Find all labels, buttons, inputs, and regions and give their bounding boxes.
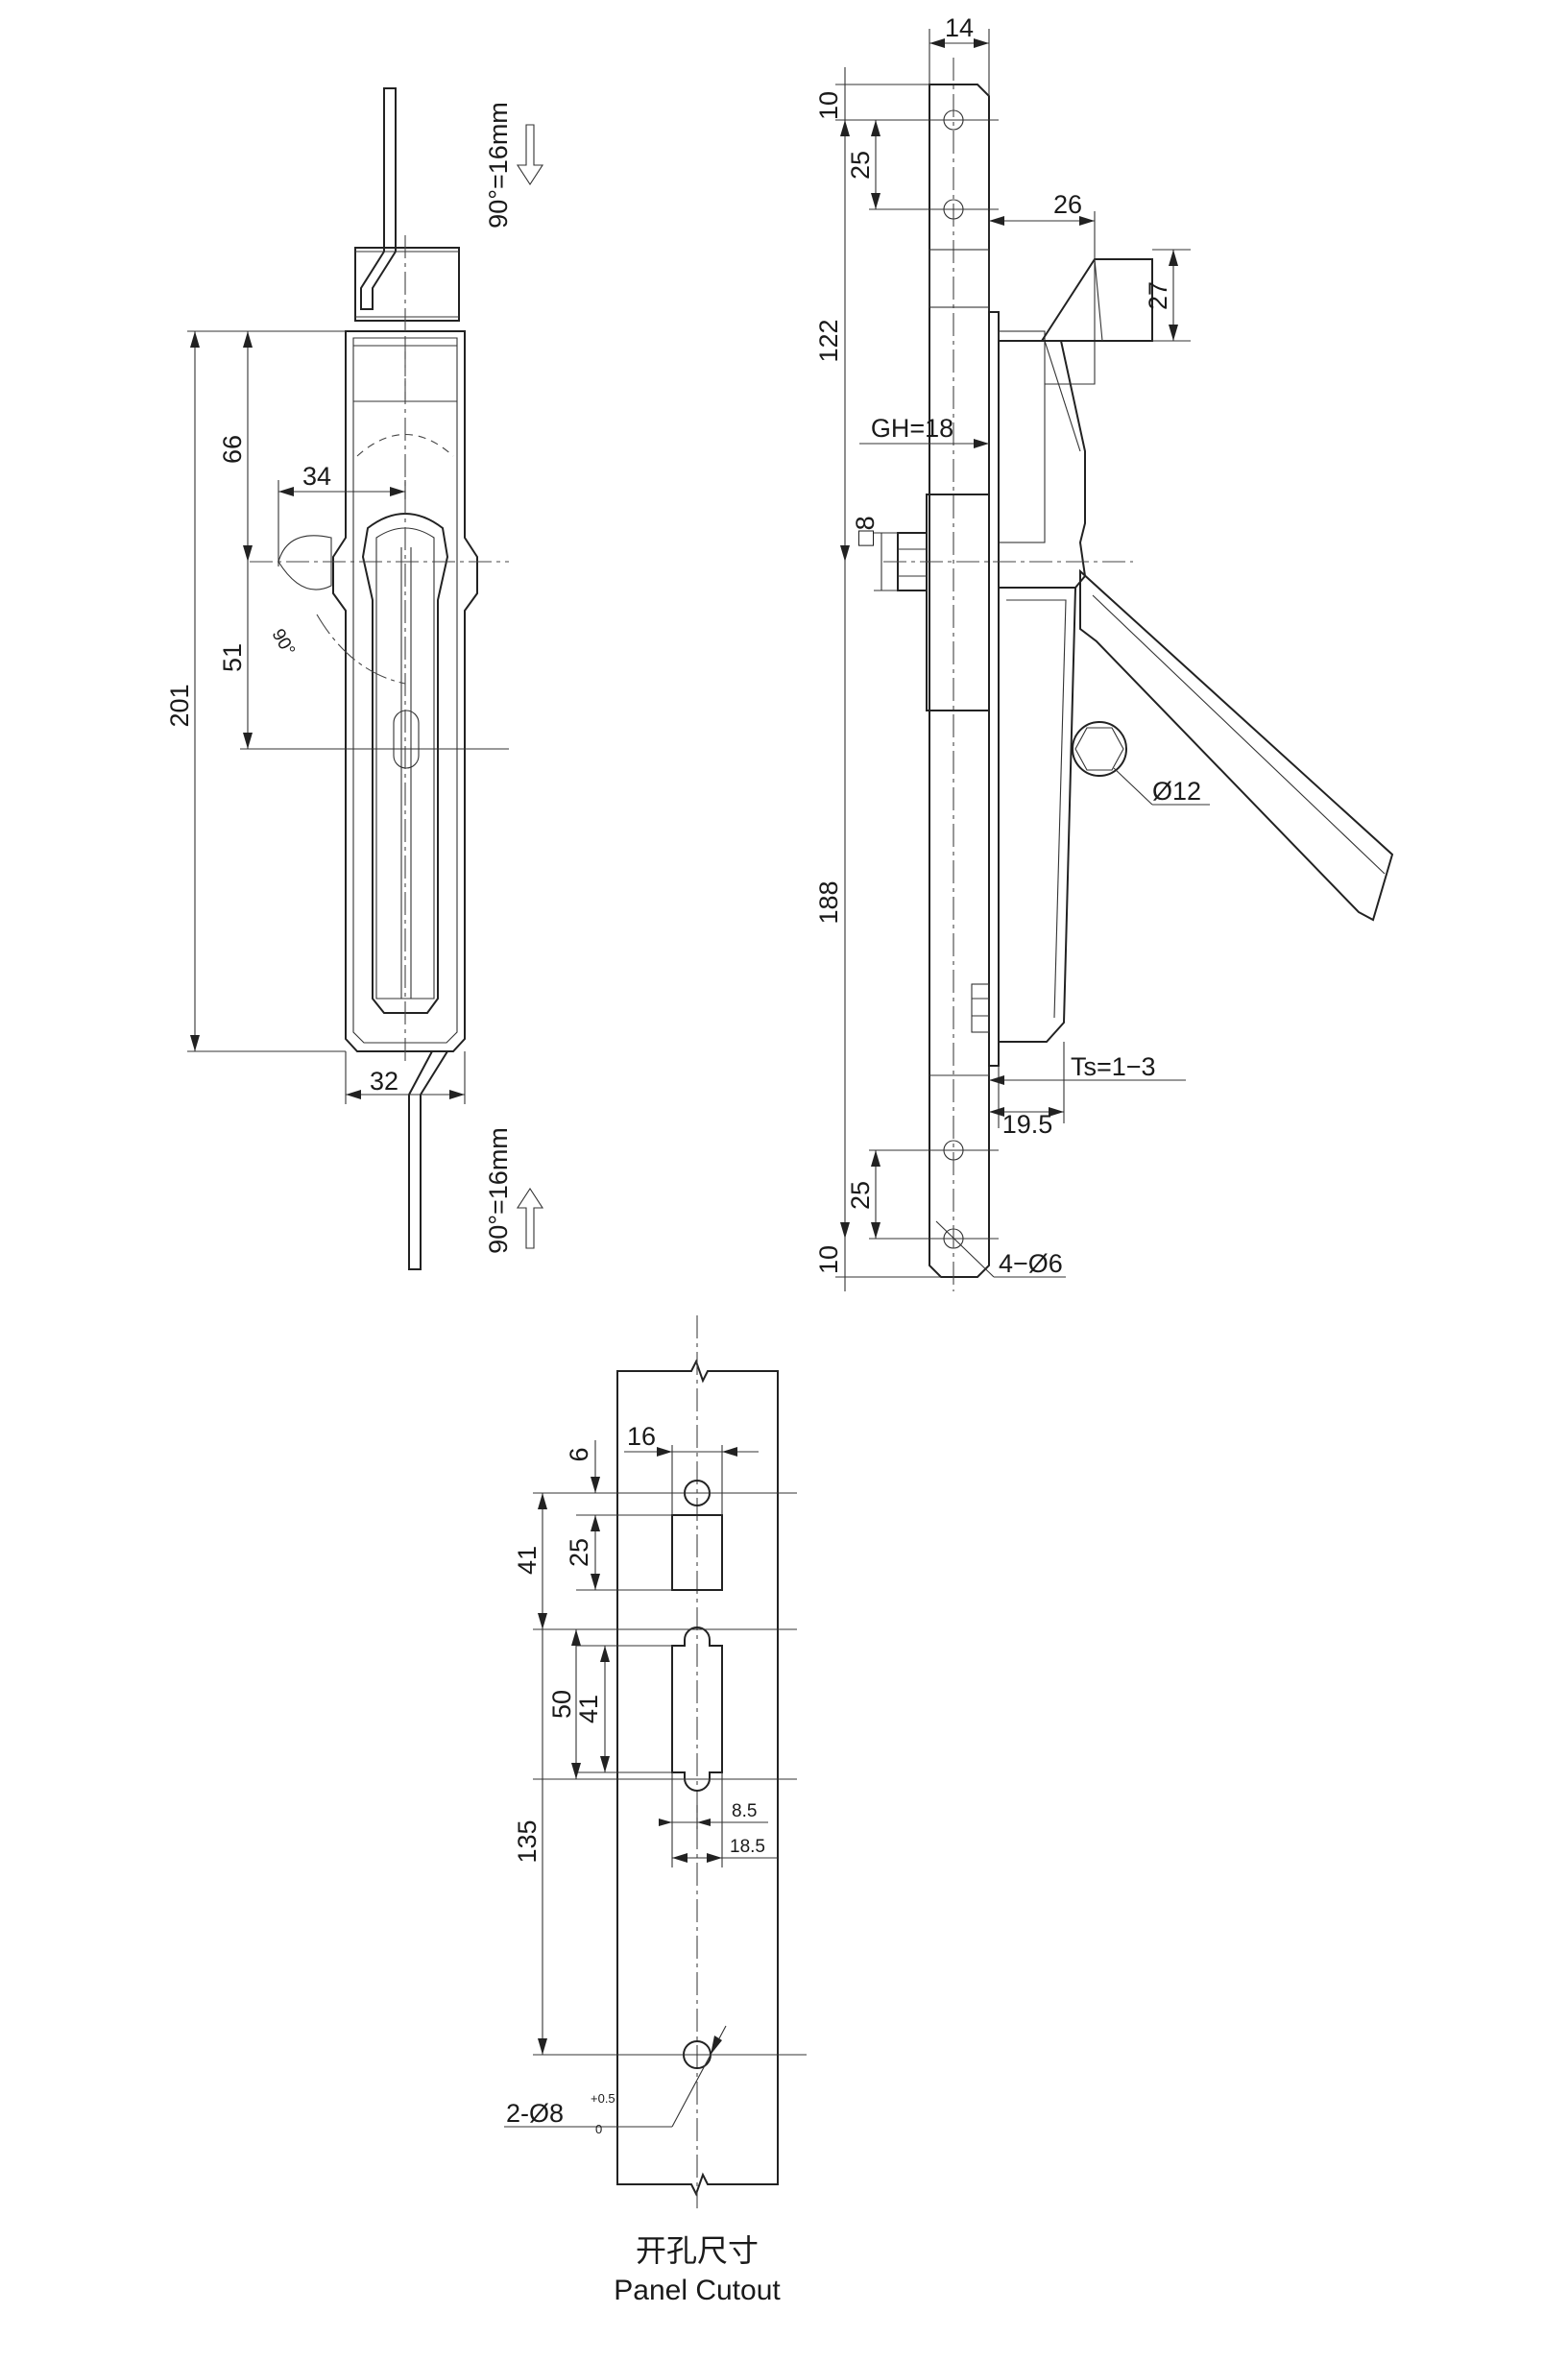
cutout-dim-width-b: 18.5 bbox=[730, 1837, 765, 1857]
dim-width: 32 bbox=[370, 1067, 398, 1096]
cutout-dim-lower-slot: 41 bbox=[574, 1695, 603, 1723]
side-view: 14 10 25 122 26 27 GH=18 bbox=[814, 13, 1394, 1291]
dim-square-key: □8 bbox=[851, 516, 880, 545]
cutout-dim-lower-height: 50 bbox=[547, 1690, 576, 1719]
dim-upper-height: 66 bbox=[218, 435, 247, 464]
dim-lower-length: 188 bbox=[814, 880, 843, 924]
dim-lower-height: 51 bbox=[218, 643, 247, 672]
cutout-dim-upper-slot: 25 bbox=[565, 1538, 593, 1567]
dim-top-edge: 10 bbox=[814, 91, 843, 120]
dim-handle-length: 26 bbox=[1053, 190, 1082, 219]
dim-depth: 19.5 bbox=[1002, 1110, 1053, 1139]
dim-top-width: 14 bbox=[945, 13, 974, 42]
dim-angle: 90° bbox=[267, 626, 299, 660]
dim-upper-length: 122 bbox=[814, 319, 843, 362]
cutout-dim-upper-pitch: 41 bbox=[513, 1546, 542, 1575]
panel-cutout-view: 6 16 41 25 50 41 135 bbox=[504, 1315, 807, 2306]
dim-grip-height: GH=18 bbox=[871, 414, 953, 443]
front-view: 201 66 51 34 90° 32 90°=16mm 90°=16mm bbox=[165, 87, 544, 1270]
arrow-down-icon bbox=[516, 124, 544, 186]
cutout-tol-lower: 0 bbox=[595, 2122, 602, 2136]
arrow-up-icon bbox=[516, 1187, 544, 1249]
dim-cam-diameter: Ø12 bbox=[1152, 777, 1201, 806]
dim-overall-height: 201 bbox=[165, 684, 194, 727]
dim-holes: 4−Ø6 bbox=[999, 1249, 1063, 1278]
cutout-caption-en: Panel Cutout bbox=[614, 2275, 781, 2306]
cutout-dim-lower-pitch: 135 bbox=[513, 1819, 542, 1863]
dim-bottom-hole-spacing: 25 bbox=[846, 1181, 875, 1210]
cutout-hole-label: 2-Ø8 bbox=[506, 2099, 564, 2128]
cutout-dim-hole-offset: 6 bbox=[565, 1447, 593, 1461]
rod-top-note: 90°=16mm bbox=[484, 102, 513, 229]
cutout-dim-slot-width: 16 bbox=[627, 1422, 656, 1451]
rod-bottom-note: 90°=16mm bbox=[484, 1127, 513, 1254]
cutout-tol-upper: +0.5 bbox=[591, 2091, 615, 2106]
dim-handle-height: 27 bbox=[1144, 281, 1172, 310]
dim-thickness: Ts=1−3 bbox=[1071, 1052, 1156, 1081]
cutout-caption-cn: 开孔尺寸 bbox=[636, 2232, 759, 2269]
dim-handle-offset: 34 bbox=[302, 462, 331, 491]
cutout-dim-width-a: 8.5 bbox=[732, 1801, 757, 1821]
dim-top-hole-spacing: 25 bbox=[846, 151, 875, 180]
dim-bottom-edge: 10 bbox=[814, 1245, 843, 1274]
